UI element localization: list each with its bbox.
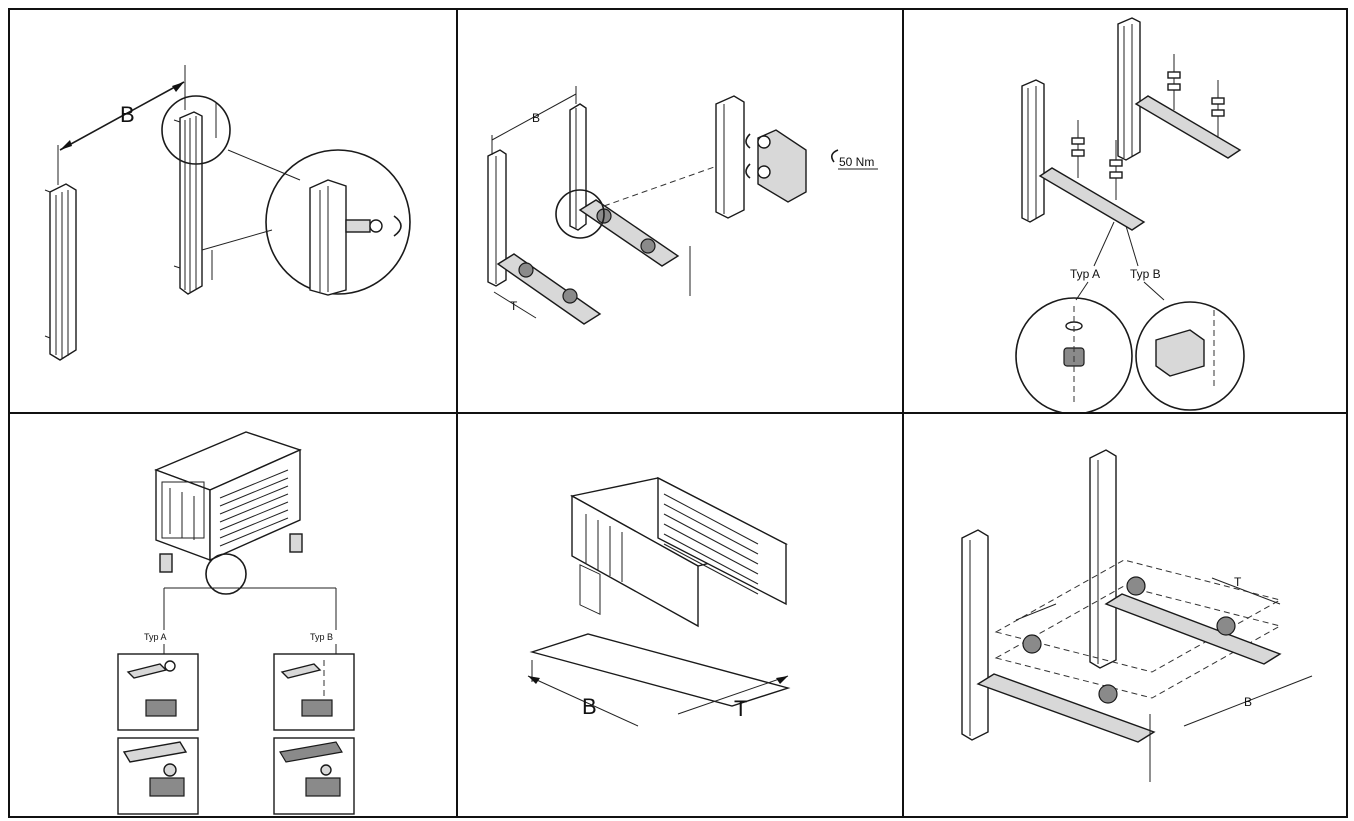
outdoor-unit-small	[154, 431, 303, 573]
panel-unit-dampers: Typ A Typ B	[10, 414, 456, 818]
dim-b-label: B	[120, 102, 135, 127]
grille	[219, 469, 289, 547]
front-arm	[976, 673, 1156, 743]
damper-front-right	[1098, 684, 1118, 704]
damper-types-drawing: Typ A Typ B	[1015, 17, 1245, 412]
type-a-step-1	[117, 653, 199, 731]
left-rail	[44, 183, 77, 361]
dim-b-label: B	[1244, 695, 1252, 709]
type-b-step-2	[273, 737, 355, 815]
bolt-stack-2	[1109, 140, 1123, 200]
dim-t-label: T	[510, 299, 518, 313]
dim-b-label: B	[582, 694, 597, 719]
panel-damper-types: Typ A Typ B	[904, 10, 1348, 412]
dim-t-label: T	[1234, 575, 1242, 589]
bracket-assembly-drawing: B T 50 Nm	[487, 86, 878, 325]
outdoor-unit-large	[570, 476, 788, 628]
dimension-b: B	[57, 65, 186, 185]
type-a-label: Typ A	[1070, 267, 1100, 281]
dim-t-label: T	[734, 696, 747, 721]
detail-callout-circle	[161, 95, 231, 165]
unit-footprint-drawing: B T	[527, 476, 791, 727]
bolt-stack-1	[1071, 120, 1085, 178]
back-arm	[1104, 593, 1282, 665]
grid-divider-horizontal	[10, 412, 1346, 414]
damper-back-right	[1216, 616, 1236, 636]
side-vents	[579, 564, 601, 615]
rail-spacing-drawing: B	[44, 65, 411, 361]
panel-rail-spacing: B	[10, 10, 456, 412]
back-rail	[1089, 449, 1117, 669]
front-grille	[663, 493, 759, 595]
type-b-label: Typ B	[310, 632, 333, 642]
detail-callout-circle	[205, 553, 247, 595]
front-rail	[961, 529, 989, 741]
torque-label: 50 Nm	[839, 155, 874, 169]
detail-callout-circle	[555, 189, 605, 239]
panel-full-bracket-set: T B	[904, 414, 1348, 818]
type-a-step-2	[117, 737, 199, 815]
damper-front-left	[1022, 634, 1042, 654]
full-bracket-set-drawing: T B	[961, 449, 1313, 782]
damper-back-left	[1126, 576, 1146, 596]
bracket-detail	[715, 95, 807, 219]
detail-type-b	[1135, 301, 1245, 411]
torque-icon	[830, 149, 839, 163]
installation-diagram-grid: B	[8, 8, 1348, 818]
footprint-plate	[529, 633, 791, 707]
type-b-step-1	[273, 653, 355, 731]
detail-type-a	[1015, 297, 1133, 412]
panel-unit-footprint: B T	[458, 414, 902, 818]
right-rail	[173, 111, 203, 295]
panel-bracket-assembly: B T 50 Nm	[458, 10, 902, 412]
type-a-label: Typ A	[144, 632, 167, 642]
type-b-label: Typ B	[1130, 267, 1161, 281]
dim-b-label: B	[532, 111, 540, 125]
bolt-stack-4	[1211, 80, 1225, 138]
detail-magnified	[265, 149, 411, 296]
unit-dampers-drawing: Typ A Typ B	[117, 431, 355, 815]
bolt-stack-3	[1167, 54, 1181, 110]
